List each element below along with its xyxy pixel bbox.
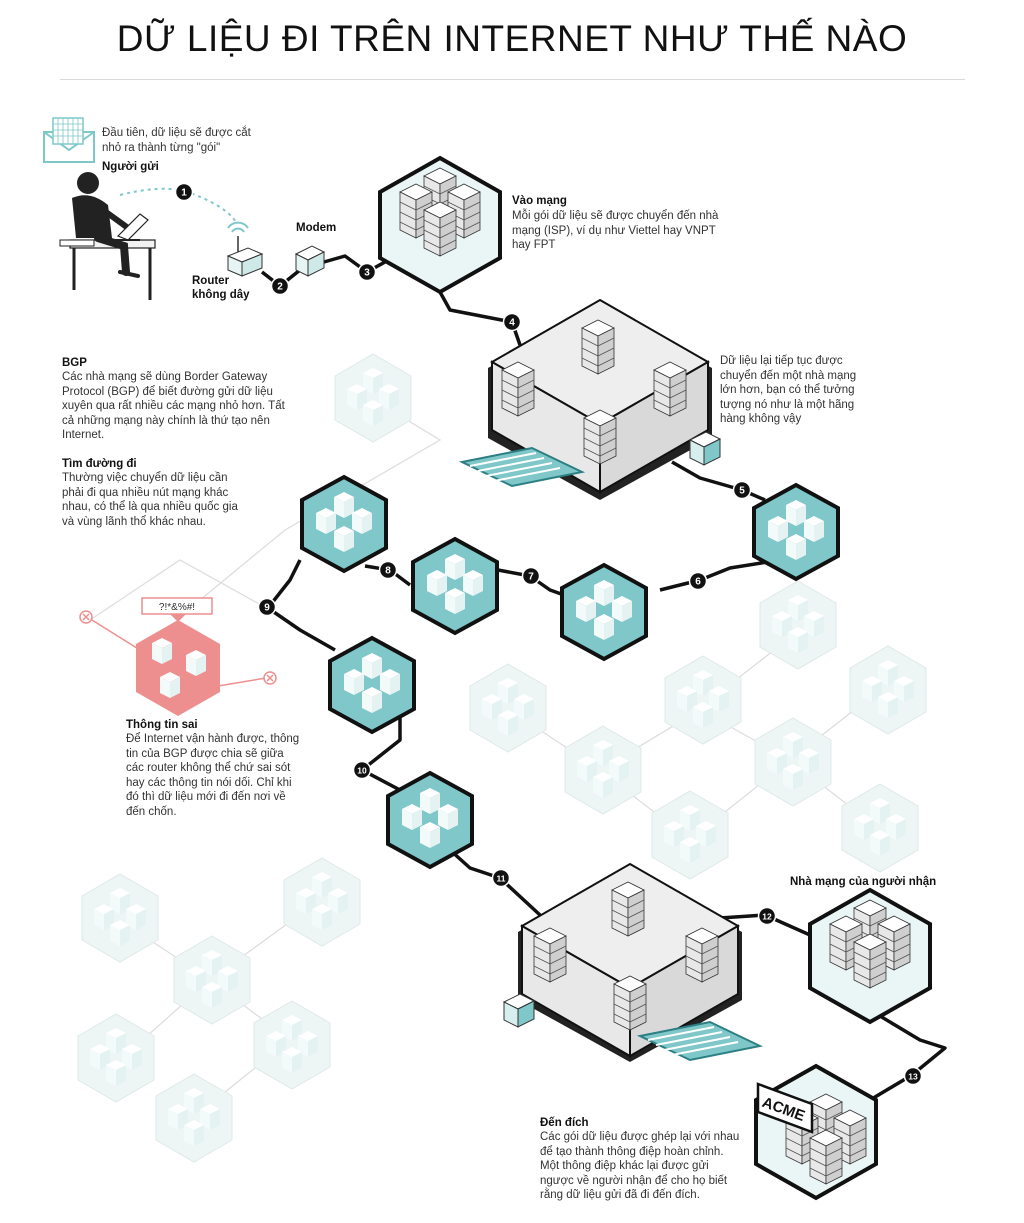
step-number: 12: [762, 912, 772, 922]
step-number: 4: [509, 318, 515, 329]
wrong-info-heading: Thông tin sai: [126, 719, 198, 731]
ghost-node: [78, 1014, 154, 1102]
envelope-icon: [43, 117, 95, 163]
step-number: 9: [264, 603, 270, 614]
error-x-icon: [79, 610, 93, 624]
sender-intro-text: Đầu tiên, dữ liệu sẽ được cắt nhỏ ra thà…: [102, 127, 251, 154]
destination-text: Các gói dữ liệu được ghép lại với nhau đ…: [540, 1131, 740, 1201]
step-marker-3: 3: [357, 262, 377, 282]
bgp-heading: BGP: [62, 357, 87, 369]
step-marker-9: 9: [257, 597, 277, 617]
step-marker-7: 7: [521, 566, 541, 586]
ghost-node: [652, 791, 728, 879]
ghost-node: [335, 354, 411, 442]
modem-icon: [294, 245, 326, 277]
step-marker-11: 11: [491, 868, 511, 888]
ghost-node: [82, 874, 158, 962]
route-nodes: [302, 477, 838, 867]
destination-heading: Đến đích: [540, 1117, 589, 1129]
step-marker-13: 13: [903, 1066, 923, 1086]
sender-illustration: [43, 117, 156, 300]
step-number: 8: [385, 566, 391, 577]
transit-network-node: [461, 298, 722, 500]
route-node: [413, 539, 497, 633]
ghost-node: [470, 664, 546, 752]
route-node: [330, 638, 414, 732]
receiver-isp-label: Nhà mạng của người nhận: [790, 876, 937, 888]
step-number: 2: [277, 282, 283, 293]
data-path: [119, 187, 947, 1102]
transit-text: Dữ liệu lại tiếp tục được chuyển đến một…: [720, 355, 857, 425]
isp-text: Mỗi gói dữ liệu sẽ được chuyển đến nhà m…: [512, 210, 719, 251]
error-x-icon: [263, 671, 277, 685]
route-node: [562, 565, 646, 659]
small-server-box: [502, 993, 536, 1028]
route-node: [388, 773, 472, 867]
step-marker-1: 1: [174, 182, 194, 202]
bgp-text: Các nhà mạng sẽ dùng Border Gateway Prot…: [62, 371, 285, 441]
title-divider: [60, 79, 965, 80]
step-number: 13: [908, 1072, 918, 1082]
acme-sign: ACME: [756, 1082, 814, 1134]
ghost-node: [284, 858, 360, 946]
route-node: [754, 485, 838, 579]
isp-node: [378, 155, 502, 295]
ghost-node: [760, 581, 836, 669]
ghost-node: [174, 936, 250, 1024]
laptop-icon: [110, 213, 149, 241]
isp-heading: Vào mạng: [512, 195, 567, 207]
router-icon: [226, 221, 264, 277]
ghost-node: [842, 784, 918, 872]
wrong-info-text: Để Internet vận hành được, thông tin của…: [126, 733, 300, 818]
ghost-node: [755, 718, 831, 806]
step-number: 3: [364, 268, 370, 279]
ghost-node: [156, 1074, 232, 1162]
step-marker-2: 2: [270, 276, 290, 296]
ghost-node: [565, 726, 641, 814]
step-number: 6: [695, 577, 701, 588]
destination-node: ACME: [754, 1063, 878, 1201]
router-label: Router không dây: [192, 275, 250, 301]
modem-label: Modem: [296, 222, 337, 234]
receiver-isp-node: [808, 887, 932, 1025]
ghost-node: [850, 646, 926, 734]
step-marker-6: 6: [688, 571, 708, 591]
step-marker-5: 5: [732, 480, 752, 500]
ghost-node: [665, 656, 741, 744]
step-marker-12: 12: [757, 906, 777, 926]
small-server-box: [688, 431, 722, 466]
step-marker-4: 4: [502, 312, 522, 332]
routing-heading: Tìm đường đi: [62, 458, 137, 470]
step-marker-8: 8: [378, 560, 398, 580]
step-number: 7: [528, 572, 534, 583]
sender-label: Người gửi: [102, 161, 159, 173]
step-marker-10: 10: [352, 760, 372, 780]
error-node: ?!*&%#!: [79, 597, 277, 716]
step-number: 11: [497, 874, 506, 884]
receiver-transit-node: [502, 862, 761, 1062]
routing-text: Thường việc chuyển dữ liệu cần phải đi q…: [62, 472, 238, 528]
step-number: 1: [181, 188, 187, 199]
page-title: DỮ LIỆU ĐI TRÊN INTERNET NHƯ THẾ NÀO: [116, 18, 908, 59]
step-number: 5: [739, 486, 745, 497]
step-number: 10: [357, 766, 367, 776]
error-bubble-glyphs: ?!*&%#!: [159, 602, 195, 613]
ghost-node: [254, 1001, 330, 1089]
route-node: [302, 477, 386, 571]
